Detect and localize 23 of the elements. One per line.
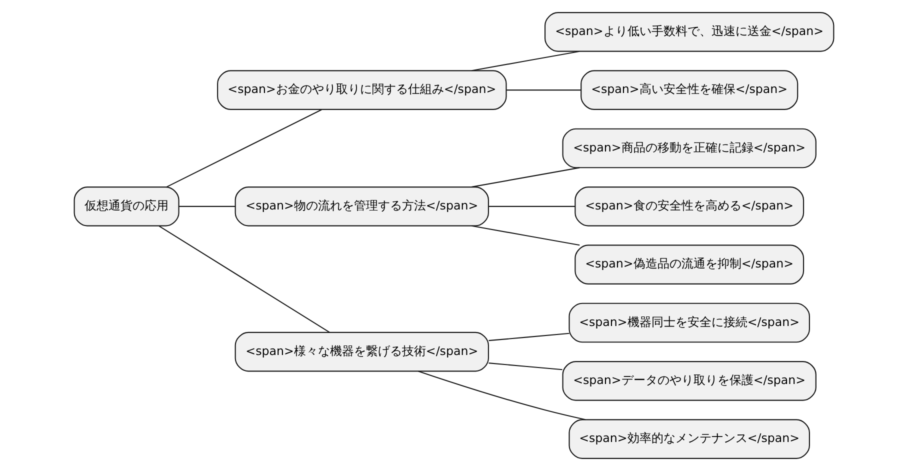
node-box: <span>より低い手数料で、迅速に送金</span> [544,12,834,52]
node-box: <span>機器同士を安全に接続</span> [568,302,810,343]
node-box: <span>効率的なメンテナンス</span> [568,419,810,459]
node-box: 仮想通貨の応用 [74,186,180,226]
node-box: <span>データのやり取りを保護</span> [562,360,816,401]
node-box: <span>商品の移動を正確に記録</span> [562,128,816,168]
connector [178,206,236,207]
node-box: <span>高い安全性を確保</span> [580,70,798,110]
connector [472,167,580,188]
connector [418,370,586,420]
connector [488,362,562,370]
node-box: <span>物の流れを管理する方法</span> [234,186,489,226]
connector [488,332,570,342]
connector [472,50,580,72]
node-box: <span>偽造品の流通を抑制</span> [574,244,804,284]
node-box: <span>食の安全性を高める</span> [574,186,804,226]
connector [166,109,322,188]
connector [506,90,582,91]
connector [472,225,580,246]
connector [488,206,576,207]
connector [158,226,330,333]
node-box: <span>お金のやり取りに関する仕組み</span> [217,70,507,110]
node-box: <span>様々な機器を繋げる技術</span> [234,332,489,372]
